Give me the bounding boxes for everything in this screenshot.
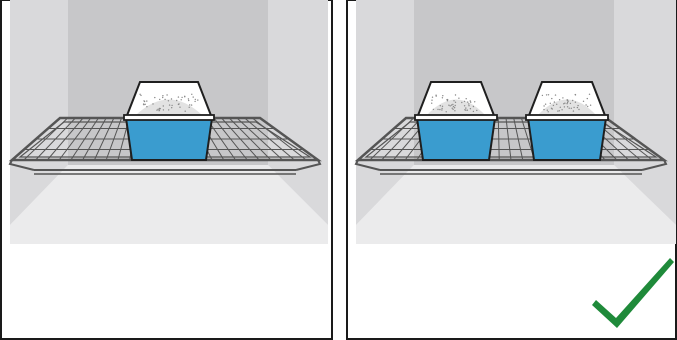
panel-right — [344, 0, 677, 340]
oven-scene-right — [344, 0, 677, 340]
loaf-pan — [415, 82, 497, 160]
loaf-pan — [124, 82, 214, 160]
oven-scene-left — [0, 0, 335, 340]
panel-left — [0, 0, 335, 340]
loaf-pan — [526, 82, 608, 160]
